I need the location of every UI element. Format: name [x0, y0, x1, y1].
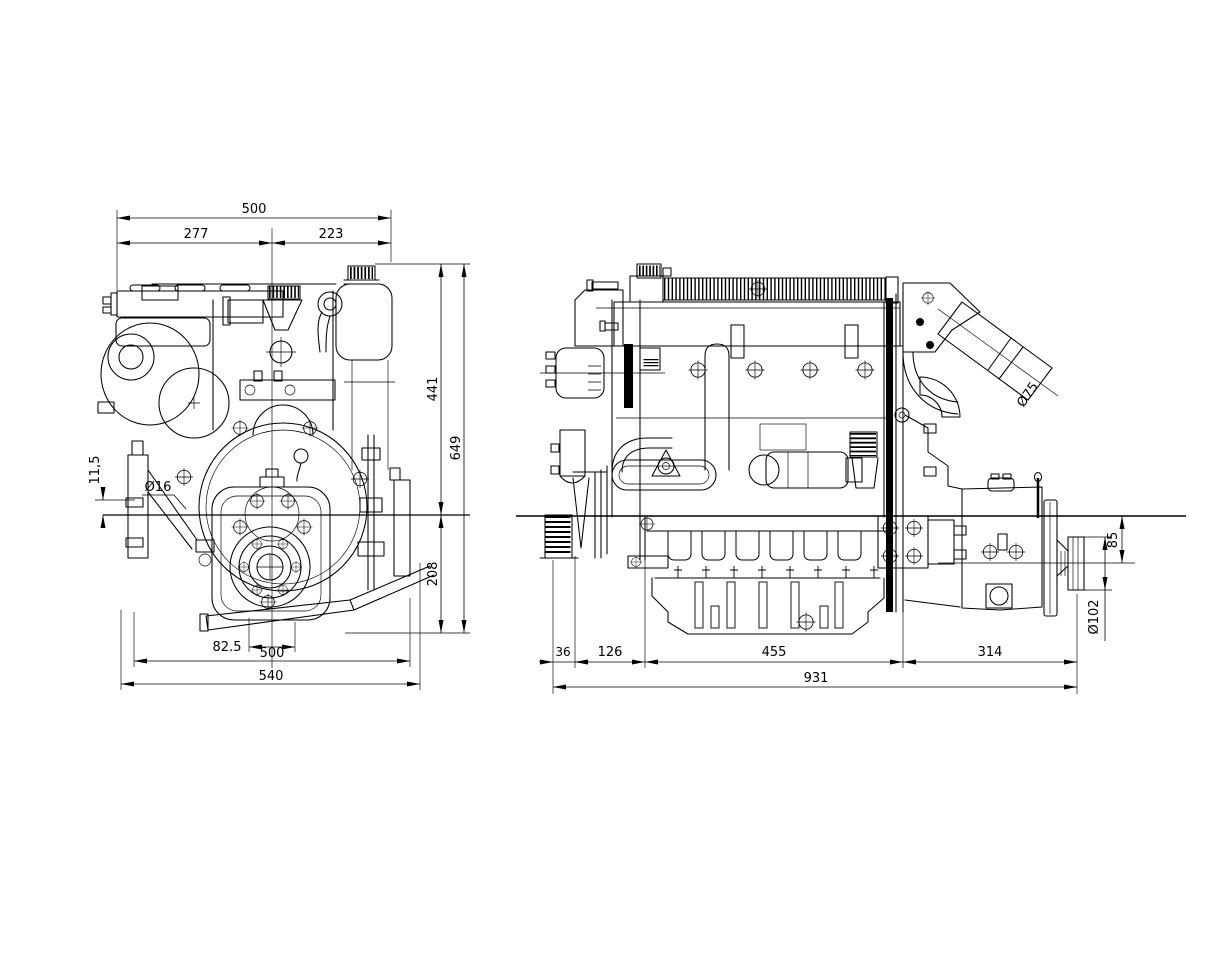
dim-front-foot-step: 11,5: [88, 456, 135, 528]
dim-front-width-right-label: 223: [319, 227, 344, 242]
dim-front-foot-hole: Ø16: [142, 480, 187, 510]
valve-cover-side: [596, 301, 903, 359]
dim-front-flange-offset-label: 82.5: [213, 640, 242, 655]
oil-pan-side: [651, 577, 885, 635]
front-bracket-side: [574, 279, 624, 347]
mount-rail-side: [647, 530, 887, 579]
water-pump-cluster-front: [97, 317, 230, 439]
starter-motor-side: [748, 423, 863, 489]
dim-side-bottom: 36 126 455 314 931: [539, 522, 1078, 694]
drip-tray-front: [199, 565, 435, 632]
dim-side-mount-span-label: 455: [762, 645, 787, 660]
gearbox-front: [211, 448, 331, 621]
engine-foot-left: [125, 440, 215, 567]
heat-exchanger-side: [629, 263, 899, 304]
alternator-side: [545, 347, 605, 399]
filler-cap-side: [636, 263, 672, 279]
dim-front-top-width: 500: [116, 202, 392, 290]
engine-mount-front-side: [539, 514, 669, 569]
dim-front-height-upper-label: 441: [426, 377, 441, 402]
dim-front-top-split: 277 223: [117, 227, 391, 246]
exhaust-pipe-side: Ø75: [937, 301, 1059, 411]
dim-front-heights: 441 649 208: [345, 263, 470, 634]
filler-cap-front: [343, 265, 380, 285]
fuel-filter-side: [849, 431, 879, 489]
expansion-tank-front: [335, 283, 395, 470]
dim-front-height-total-label: 649: [449, 436, 464, 461]
exhaust-bracket-side: [902, 282, 981, 418]
dim-side-shaft-drop: 85: [1106, 516, 1125, 563]
dim-side-shaft-drop-label: 85: [1106, 532, 1121, 549]
output-flange-front: [229, 526, 311, 608]
dim-side-rear-overhang-label: 314: [978, 645, 1003, 660]
side-view: Ø75: [516, 263, 1186, 694]
heat-exchanger-front: [102, 284, 284, 318]
dim-front-width-left-label: 277: [184, 227, 209, 242]
shift-hook-front: [293, 448, 309, 482]
dim-front-width-total-bottom-label: 540: [259, 669, 284, 684]
dim-front-bottom: 82.5 500 540: [120, 563, 421, 690]
engine-foot-right: [357, 434, 411, 591]
output-flange-side: [1043, 499, 1085, 617]
cylinder-block-side: [611, 299, 886, 518]
dim-front-mount-span-label: 500: [260, 646, 285, 661]
dim-side-flange-diameter: Ø102: [1084, 536, 1112, 641]
dim-front-width-total-top-label: 500: [242, 202, 267, 217]
dim-exhaust-diameter-label: Ø75: [1014, 380, 1042, 411]
oil-cooler-side: [611, 459, 717, 491]
rocker-cover-front: [141, 283, 337, 301]
engine-block-front: [212, 290, 343, 431]
dim-front-foot-step-label: 11,5: [88, 456, 103, 485]
front-view: 500 277 223 441 649 208 11,5 Ø16: [88, 202, 470, 690]
dim-side-flange-diameter-label: Ø102: [1087, 599, 1102, 634]
dim-side-front-overhang-label: 36: [555, 645, 570, 659]
dim-front-height-lower-label: 208: [426, 562, 441, 587]
dim-side-front-mount-label: 126: [598, 645, 623, 660]
dim-side-length-total-label: 931: [804, 671, 829, 686]
dim-front-foot-hole-label: Ø16: [145, 480, 172, 495]
gearbox-side: [961, 471, 1043, 611]
belt-and-pulleys-side: [550, 299, 661, 561]
